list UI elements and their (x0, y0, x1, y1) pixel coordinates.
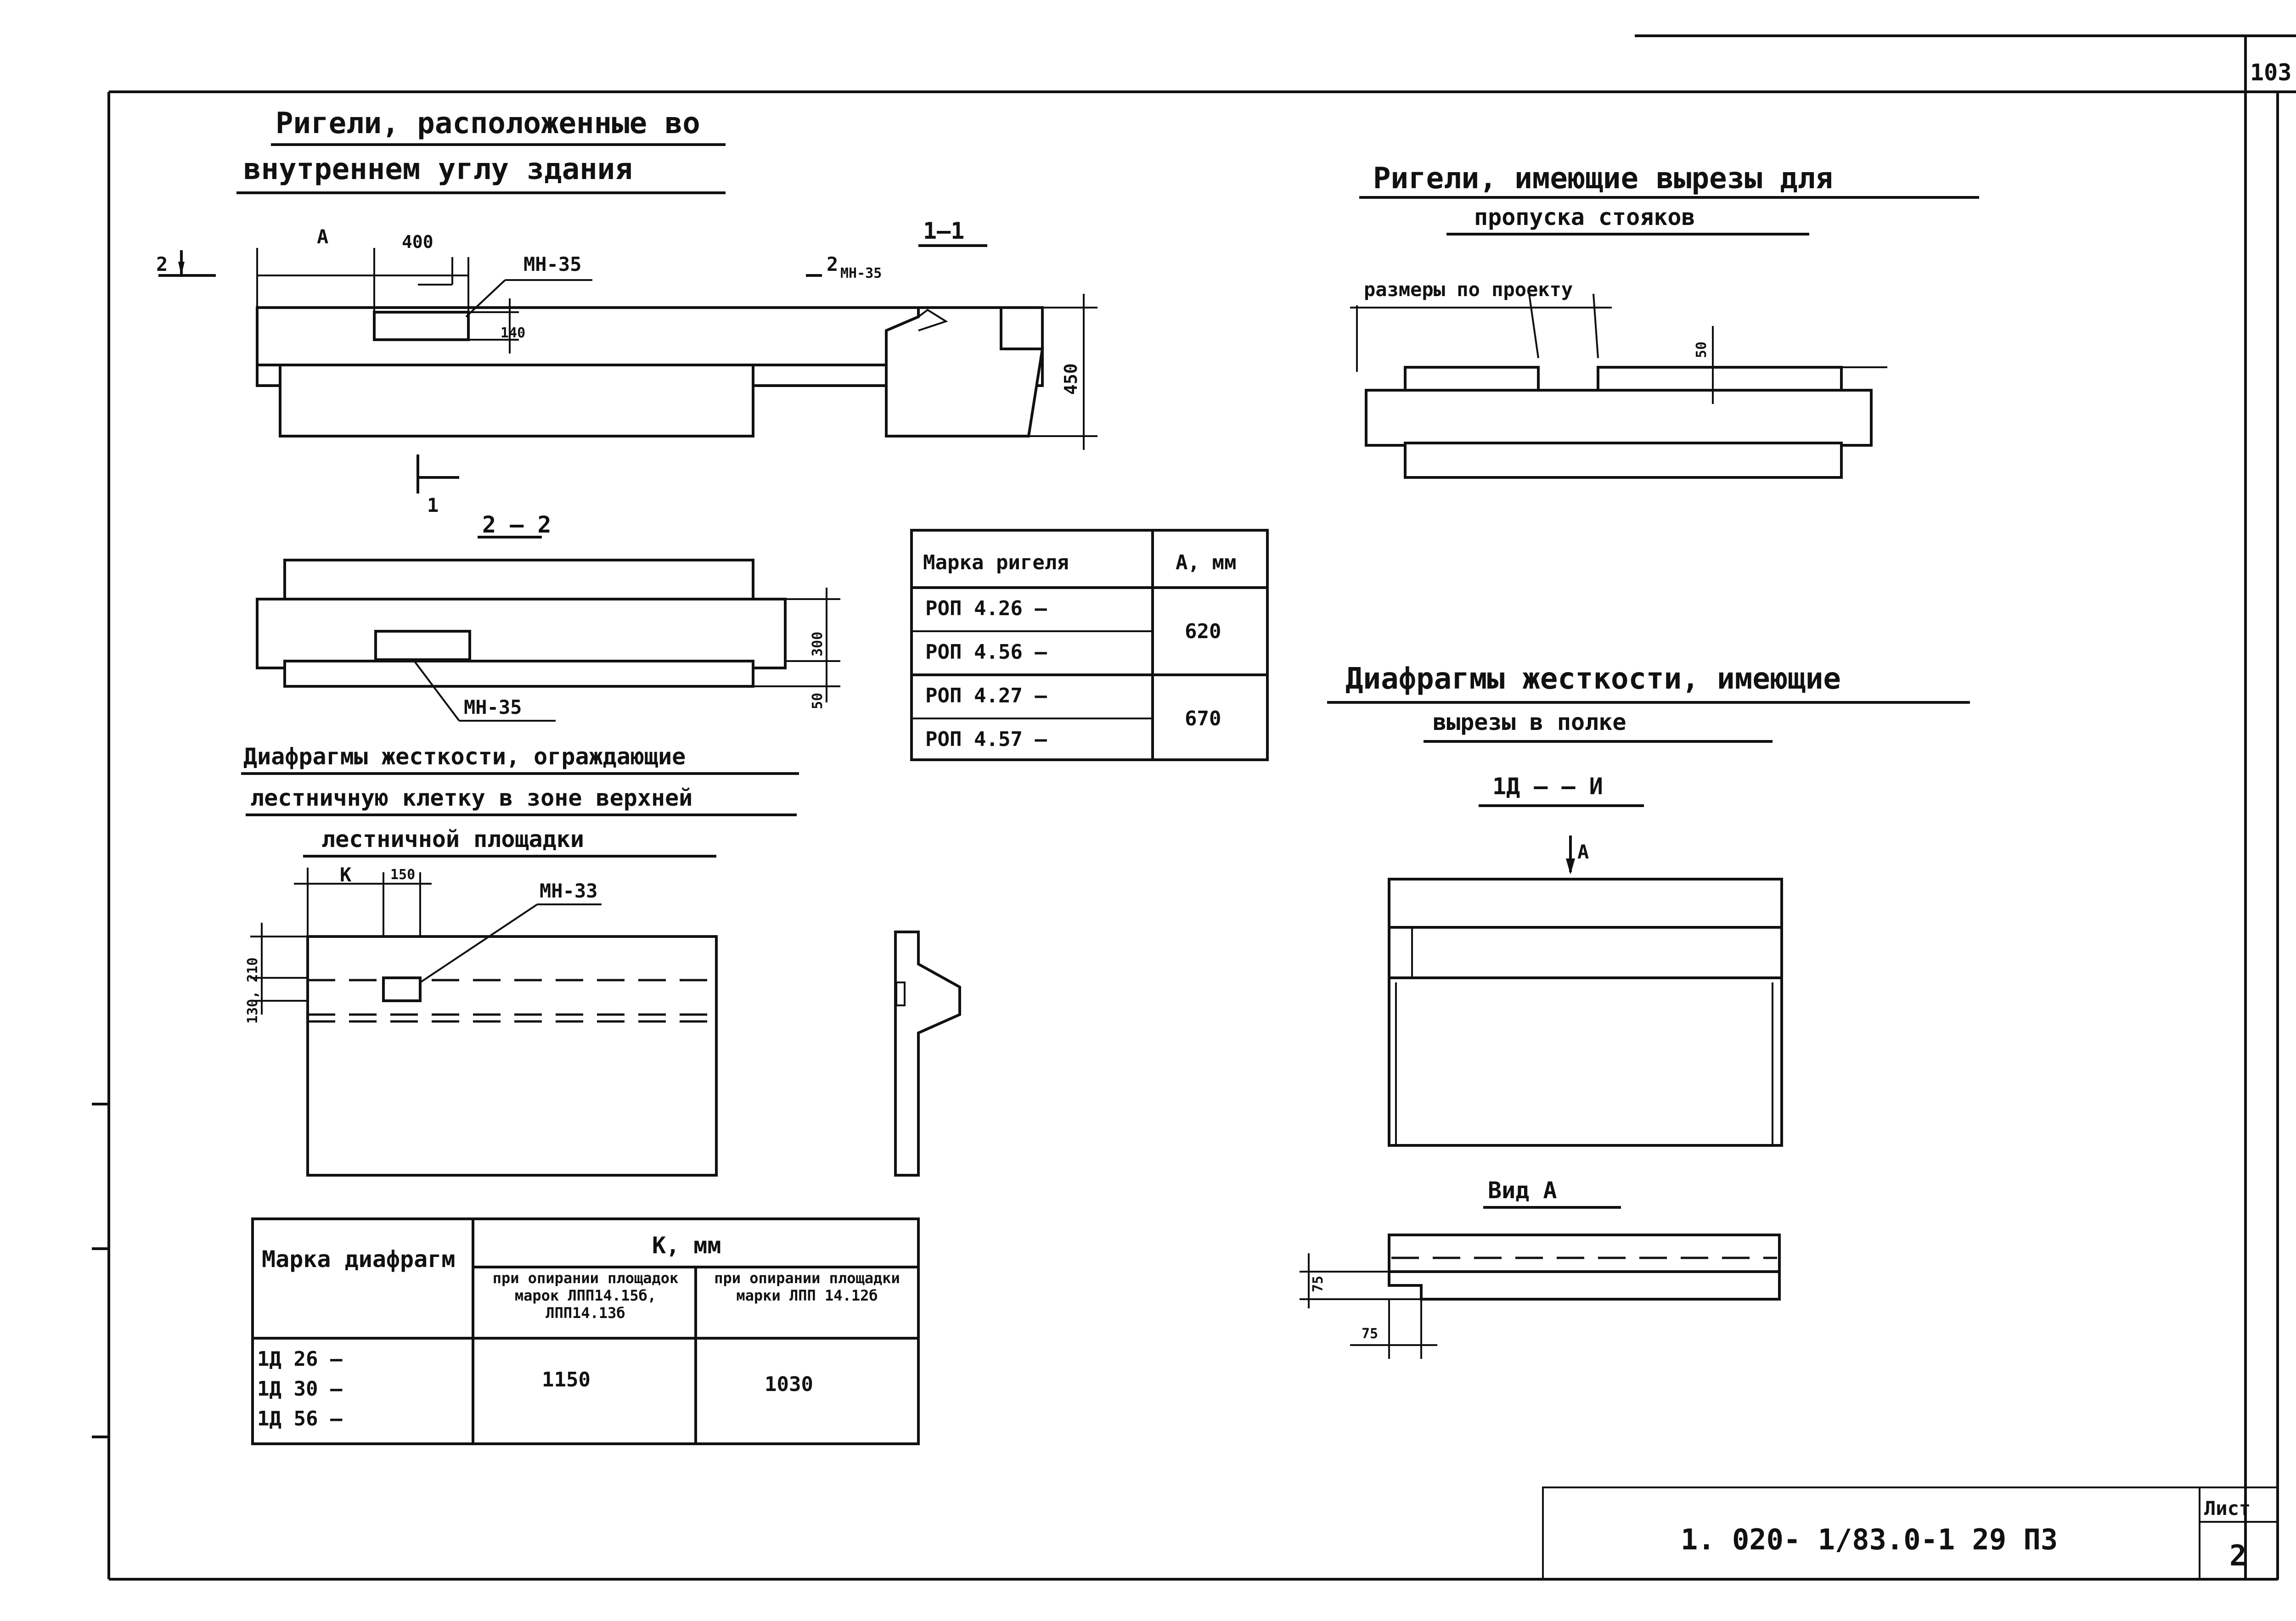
diaphragm-table (251, 1217, 920, 1445)
diaphragm-table-row: 1Д 56 – (257, 1407, 343, 1430)
dim-150-label: 150 (390, 867, 415, 883)
rigel-table-header-mark: Марка ригеля (923, 551, 1069, 574)
section-mark-1: 1 (427, 494, 439, 516)
rigel-table-value: 670 (1185, 707, 1221, 730)
diaphragm-shelf-title: Диафрагмы жесткости, имеющие вырезы в по… (1327, 662, 1970, 743)
diaphragm-table-row: 1Д 26 – (257, 1347, 343, 1371)
diaphragm-table-header-k: К, мм (652, 1232, 721, 1259)
section-1-1-title: 1–1 (923, 218, 964, 244)
rigel-corner-title: Ригели, расположенные во внутреннем углу… (236, 107, 726, 194)
diaphragm-stair-drawing (250, 868, 961, 1177)
rigel-table-value: 620 (1185, 620, 1221, 643)
svg-text:Диафрагмы жесткости, ограждающ: Диафрагмы жесткости, ограждающие (243, 743, 686, 770)
page-number: 103 (2250, 59, 2291, 86)
rigel-cutouts-title: Ригели, имеющие вырезы для пропуска стоя… (1359, 162, 1979, 236)
svg-text:лестничной площадки: лестничной площадки (321, 826, 584, 853)
diaphragm-subheader-2: при опирании площадки марки ЛПП 14.12б (714, 1269, 900, 1304)
svg-text:внутреннем углу здания: внутреннем углу здания (243, 152, 633, 186)
diaphragm-stair-title: Диафрагмы жесткости, ограждающие лестнич… (241, 743, 799, 858)
stamp-label: Лист (2204, 1497, 2251, 1520)
section-1-1-drawing (806, 244, 1097, 450)
dim-140-label: 140 (501, 325, 525, 341)
svg-text:Ригели, имеющие вырезы для: Ригели, имеющие вырезы для (1373, 162, 1833, 196)
dim-300-label: 300 (810, 632, 826, 656)
dim-50-label: 50 (810, 693, 826, 709)
svg-text:вырезы в полке: вырезы в полке (1433, 709, 1626, 735)
dim-450-label: 450 (1061, 363, 1081, 395)
view-a-title: Вид А (1488, 1177, 1557, 1204)
mn35-bottom-label: МН-35 (464, 696, 522, 718)
title-block (1542, 1486, 2279, 1580)
rigel-table-header-a: А, мм (1176, 551, 1236, 574)
svg-text:лестничную клетку в зоне верхн: лестничную клетку в зоне верхней (250, 785, 692, 811)
element-1d-i: 1Д – – И (1492, 773, 1603, 800)
section-1-1-mn35: МН-35 (840, 265, 882, 281)
section-1-1-mark-2: 2 (827, 253, 838, 275)
svg-text:Ригели, расположенные во: Ригели, расположенные во (276, 107, 700, 140)
dim-75-horizontal: 75 (1362, 1326, 1378, 1342)
rigel-table-row: РОП 4.27 – (925, 684, 1047, 707)
section-2-2-drawing (256, 536, 840, 722)
diaphragm-table-value: 1030 (765, 1373, 813, 1396)
diaphragm-table-value: 1150 (542, 1368, 591, 1391)
section-mark-2: 2 (156, 253, 168, 275)
rigel-table-row: РОП 4.26 – (925, 597, 1047, 620)
rigel-table-row: РОП 4.56 – (925, 640, 1047, 664)
dim-130-210-label: 130, 210 (245, 958, 261, 1024)
diaphragm-table-header-mark: Марка диафрагм (262, 1246, 455, 1273)
diaphragm-shelf-drawing (1388, 836, 1783, 1209)
svg-text:пропуска стояков: пропуска стояков (1474, 204, 1695, 230)
rigel-table-row: РОП 4.57 – (925, 728, 1047, 751)
dim-400-label: 400 (402, 232, 433, 252)
stamp-code: 1. 020- 1/83.0-1 29 ПЗ (1681, 1523, 2058, 1556)
sheet-frame (92, 34, 2296, 1581)
svg-text:Диафрагмы жесткости, имеющие: Диафрагмы жесткости, имеющие (1345, 662, 1841, 696)
dim-a-label: А (317, 225, 328, 248)
section-2-2-title: 2 – 2 (482, 511, 551, 538)
diaphragm-subheader-1: при опирании площадок марок ЛПП14.15б, Л… (492, 1269, 679, 1322)
diaphragm-table-row: 1Д 30 – (257, 1377, 343, 1401)
rigel-table (910, 529, 1269, 761)
mn35-top-label: МН-35 (523, 253, 581, 275)
arrow-a-label: А (1577, 841, 1589, 863)
mn33-label: МН-33 (540, 880, 597, 902)
view-a-drawing (1300, 1234, 1781, 1359)
dim-k-label: К (340, 864, 352, 886)
dim-75-vertical: 75 (1310, 1276, 1326, 1292)
rigel-cutouts-drawing (1350, 293, 1887, 479)
cutouts-note: размеры по проекту (1364, 278, 1573, 301)
cutouts-dim-50: 50 (1694, 342, 1710, 358)
stamp-sheet: 2 (2229, 1539, 2246, 1572)
